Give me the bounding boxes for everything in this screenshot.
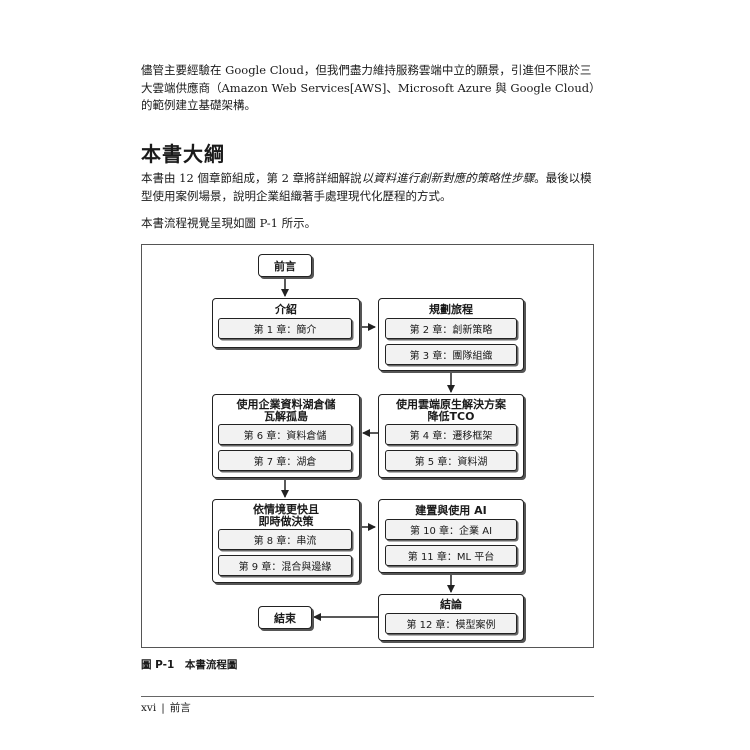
chip-chapter-3: 第 3 章：團隊組織 xyxy=(385,344,517,365)
chip-chapter-6: 第 6 章：資料倉儲 xyxy=(218,424,352,445)
chip-chapter-12: 第 12 章：模型案例 xyxy=(385,613,517,634)
flow-box-end: 結束 xyxy=(258,606,312,629)
flow-box-intro-title: 介紹 xyxy=(275,303,297,316)
paragraph-outline-part2: 。最後以模型使用案例場景，說明企業組織著手處理現代化歷程的方式。 xyxy=(141,171,592,203)
page-number: xvi xyxy=(141,702,157,714)
chip-chapter-1: 第 1 章：簡介 xyxy=(218,318,352,339)
paragraph-intro: 儘管主要經驗在 Google Cloud，但我們盡力維持服務雲端中立的願景，引進… xyxy=(141,63,601,112)
figure-caption: 圖 P-1 本書流程圖 xyxy=(141,659,238,671)
page-footer: xvi | 前言 xyxy=(141,700,191,715)
chip-chapter-11: 第 11 章：ML 平台 xyxy=(385,545,517,566)
chip-chapter-2: 第 2 章：創新策略 xyxy=(385,318,517,339)
paragraph-outline-emphasis: 以資料進行創新對應的策略性步驟 xyxy=(361,171,535,185)
footer-separator: | xyxy=(161,702,165,714)
chip-chapter-7: 第 7 章：湖倉 xyxy=(218,450,352,471)
chip-chapter-9: 第 9 章：混合與邊緣 xyxy=(218,555,352,576)
flow-figure: 前言 介紹 第 1 章：簡介 規劃旅程 第 2 章：創新策略 第 3 章：團隊組… xyxy=(141,244,594,648)
chip-chapter-4: 第 4 章：遷移框架 xyxy=(385,424,517,445)
flow-box-datalake-title-1: 使用企業資料湖倉儲 xyxy=(236,398,336,411)
chip-chapter-5: 第 5 章：資料湖 xyxy=(385,450,517,471)
footer-rule xyxy=(141,696,594,697)
flow-box-context-title-2: 即時做決策 xyxy=(258,515,314,528)
flow-box-preface: 前言 xyxy=(258,254,312,277)
flow-box-ai: 建置與使用 AI 第 10 章：企業 AI 第 11 章：ML 平台 xyxy=(378,499,524,573)
section-heading: 本書大綱 xyxy=(141,142,225,166)
flow-box-datalake-title-2: 瓦解孤島 xyxy=(264,410,308,423)
flow-box-cloud-native-title-1: 使用雲端原生解決方案 xyxy=(396,398,506,411)
flow-box-planning-title: 規劃旅程 xyxy=(429,303,473,316)
chip-chapter-10: 第 10 章：企業 AI xyxy=(385,519,517,540)
flow-box-context-title-1: 依情境更快且 xyxy=(253,503,319,516)
flow-box-cloud-native: 使用雲端原生解決方案 降低TCO 第 4 章：遷移框架 第 5 章：資料湖 xyxy=(378,394,524,478)
flow-box-planning: 規劃旅程 第 2 章：創新策略 第 3 章：團隊組織 xyxy=(378,298,524,371)
chip-chapter-8: 第 8 章：串流 xyxy=(218,529,352,550)
flow-box-cloud-native-title-2: 降低TCO xyxy=(427,410,475,423)
paragraph-outline: 本書由 12 個章節組成，第 2 章將詳細解說以資料進行創新對應的策略性步驟。最… xyxy=(141,170,601,205)
flow-box-conclusion: 結論 第 12 章：模型案例 xyxy=(378,594,524,641)
footer-section: 前言 xyxy=(169,702,191,714)
flow-box-conclusion-title: 結論 xyxy=(440,598,462,611)
flow-box-context: 依情境更快且 即時做決策 第 8 章：串流 第 9 章：混合與邊緣 xyxy=(212,499,360,583)
flow-box-ai-title: 建置與使用 AI xyxy=(415,504,487,517)
flow-arrows xyxy=(281,277,455,621)
flow-box-datalake: 使用企業資料湖倉儲 瓦解孤島 第 6 章：資料倉儲 第 7 章：湖倉 xyxy=(212,394,360,478)
paragraph-outline-part1: 本書由 12 個章節組成，第 2 章將詳細解說 xyxy=(141,171,362,185)
paragraph-figure-ref: 本書流程視覺呈現如圖 P-1 所示。 xyxy=(141,216,317,230)
flow-box-intro: 介紹 第 1 章：簡介 xyxy=(212,298,360,348)
